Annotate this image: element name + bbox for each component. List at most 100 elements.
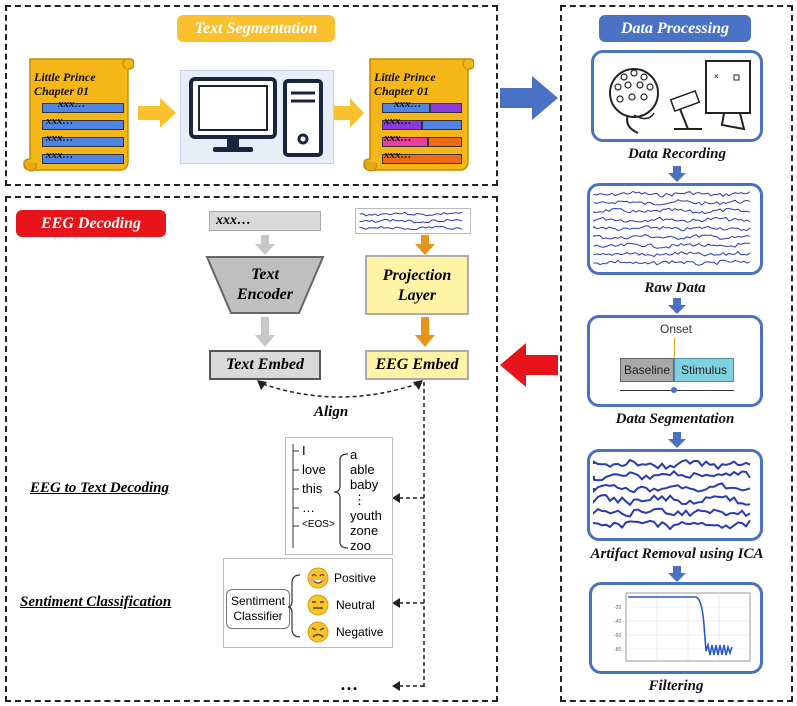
artifact-removal-plot bbox=[587, 449, 763, 541]
eeg-trace bbox=[593, 199, 751, 206]
eeg-trace bbox=[593, 216, 751, 223]
segment-text: xxx… bbox=[46, 132, 74, 144]
decoding-tree: I love this … <EOS> a able baby ⋮ youth … bbox=[285, 437, 393, 555]
sentiment-panel: Sentiment Classifier Positive Neutral Ne… bbox=[223, 558, 393, 648]
eeg-trace bbox=[593, 234, 751, 240]
arrow-down-icon bbox=[668, 166, 686, 182]
projection-layer-block: Projection Layer bbox=[365, 255, 469, 315]
tree-candidate: a bbox=[350, 447, 358, 462]
projection-line1: Projection bbox=[382, 267, 452, 284]
classifier-line2: Classifier bbox=[233, 609, 283, 623]
eeg-trace bbox=[593, 482, 751, 494]
tree-token: love bbox=[302, 462, 326, 477]
eeg-to-text-label: EEG to Text Decoding bbox=[30, 480, 170, 496]
sentiment-label: Negative bbox=[336, 625, 384, 639]
text-encoder-line2: Encoder bbox=[237, 286, 293, 303]
segment-text: xxx… bbox=[46, 149, 74, 161]
scroll-segmented: Little Prince Chapter 01 xxx… xxx… xxx… … bbox=[362, 57, 474, 173]
neutral-face-icon bbox=[307, 594, 329, 616]
artifact-removal-label: Artifact Removal using ICA bbox=[590, 546, 764, 562]
filtering-plot: -20-40-60-80 bbox=[589, 582, 763, 674]
time-axis bbox=[620, 390, 734, 391]
tree-token: <EOS> bbox=[302, 519, 335, 530]
arrow-down-icon bbox=[415, 235, 435, 255]
arrow-down-icon bbox=[415, 317, 435, 347]
eeg-trace bbox=[593, 458, 751, 471]
tree-candidate: zone bbox=[350, 523, 379, 538]
tree-token: this bbox=[302, 481, 323, 496]
eeg-trace bbox=[593, 507, 751, 518]
computer-icon bbox=[180, 70, 334, 164]
eeg-trace bbox=[593, 494, 751, 507]
eeg-trace bbox=[593, 190, 751, 198]
segment-text: xxx… bbox=[394, 98, 422, 110]
text-encoder-line1: Text bbox=[251, 266, 279, 283]
tree-candidate: baby bbox=[350, 477, 379, 492]
arrow-down-icon bbox=[255, 317, 275, 347]
classifier-line1: Sentiment bbox=[230, 594, 286, 608]
tree-token: … bbox=[302, 500, 315, 515]
text-encoder-block: Text Encoder bbox=[205, 255, 325, 315]
eeg-trace bbox=[359, 225, 463, 231]
segment-bar bbox=[382, 137, 428, 147]
raw-data-label: Raw Data bbox=[644, 280, 706, 296]
data-recording-image: × bbox=[591, 50, 763, 142]
segment-text: xxx… bbox=[58, 98, 86, 110]
eeg-trace bbox=[593, 207, 751, 215]
segment-bar bbox=[422, 120, 462, 130]
raw-data-plot bbox=[587, 183, 763, 275]
eeg-trace bbox=[359, 211, 463, 217]
scroll-title-2: Chapter 01 bbox=[34, 84, 90, 98]
arrow-right-icon bbox=[138, 98, 176, 128]
svg-text:×: × bbox=[714, 72, 719, 81]
sentiment-classifier-box: Sentiment Classifier bbox=[226, 589, 290, 629]
more-tasks-ellipsis: … bbox=[340, 674, 358, 694]
segment-text: xxx… bbox=[384, 132, 412, 144]
arrow-down-icon bbox=[668, 566, 686, 582]
sentiment-classification-label: Sentiment Classification bbox=[20, 594, 172, 610]
segment-bar bbox=[428, 137, 462, 147]
sad-face-icon bbox=[307, 621, 329, 643]
segment-bar bbox=[382, 154, 462, 164]
text-embed-box: Text Embed bbox=[209, 350, 321, 380]
segment-bar bbox=[42, 120, 124, 130]
data-processing-panel bbox=[560, 5, 793, 702]
arrow-down-icon bbox=[668, 298, 686, 314]
eeg-input-signal bbox=[355, 208, 471, 234]
svg-text:-40: -40 bbox=[614, 619, 621, 625]
scroll-title-2: Chapter 01 bbox=[374, 84, 430, 98]
text-segmentation-panel bbox=[5, 5, 498, 186]
segment-text: xxx… bbox=[384, 115, 412, 127]
segment-bar bbox=[42, 103, 124, 113]
text-segmentation-title: Text Segmentation bbox=[177, 15, 335, 42]
segment-bar bbox=[42, 137, 124, 147]
segment-text: xxx… bbox=[384, 149, 412, 161]
scroll-title-1: Little Prince bbox=[374, 70, 436, 84]
sentiment-label: Neutral bbox=[336, 598, 375, 612]
decoder-connector bbox=[392, 382, 425, 691]
onset-marker bbox=[671, 387, 677, 393]
arrow-right-icon bbox=[334, 98, 364, 128]
eeg-trace bbox=[593, 469, 751, 482]
align-connector bbox=[257, 380, 423, 398]
filtering-label: Filtering bbox=[648, 678, 704, 694]
segment-bar bbox=[42, 154, 124, 164]
svg-text:-60: -60 bbox=[614, 633, 621, 639]
tree-token: I bbox=[302, 443, 306, 458]
segment-bar bbox=[430, 103, 462, 113]
eeg-trace bbox=[359, 218, 463, 224]
eeg-decoding-title: EEG Decoding bbox=[16, 210, 166, 237]
eeg-embed-box: EEG Embed bbox=[365, 350, 469, 380]
happy-face-icon bbox=[307, 567, 329, 589]
arrow-left-icon bbox=[500, 343, 558, 387]
eeg-trace bbox=[593, 519, 751, 531]
sentiment-label: Positive bbox=[334, 571, 377, 585]
eeg-trace bbox=[593, 259, 751, 266]
text-input-label: xxx… bbox=[216, 213, 251, 228]
arrow-down-icon bbox=[668, 432, 686, 448]
baseline-box: Baseline bbox=[620, 358, 674, 382]
data-segmentation-plot: Onset Baseline Stimulus bbox=[587, 315, 763, 407]
align-label: Align bbox=[314, 404, 349, 420]
scroll-title-1: Little Prince bbox=[34, 70, 96, 84]
data-processing-title: Data Processing bbox=[599, 15, 751, 42]
